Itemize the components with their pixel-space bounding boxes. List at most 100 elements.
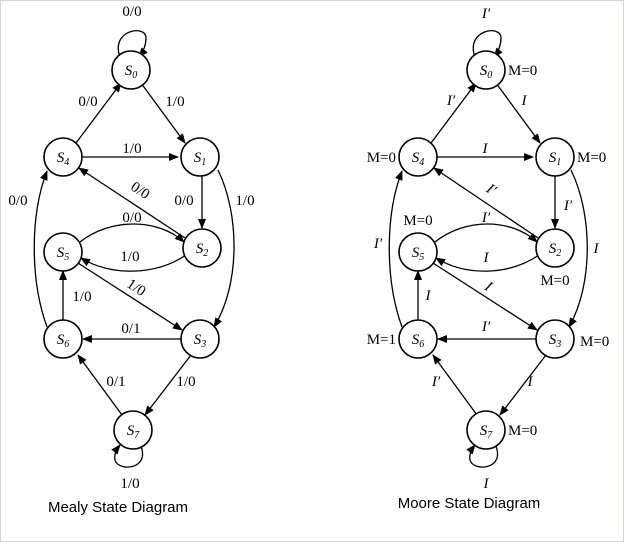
moore-edge-s5-s3 [432,262,538,331]
svg-text:S5: S5 [57,245,70,263]
moore-edge-s5-s2 [434,223,538,243]
mealy-label-s5-s2: 0/0 [122,210,141,226]
moore-state-s7: S7 M=0 [466,410,537,450]
mealy-edge-s7-s6 [77,354,123,416]
mealy-caption: Mealy State Diagram [48,499,188,516]
svg-text:S1: S1 [549,150,562,168]
moore-edge-s7-self [466,443,499,468]
state-subscript: 1 [556,157,561,168]
svg-text:S3: S3 [549,332,562,350]
moore-label-s2-s4: I′ [482,180,499,199]
moore-edge-s7-s6 [432,354,478,416]
mealy-label-s6-s4: 0/0 [8,193,27,209]
mealy-state-s7: S7 [113,410,153,450]
moore-label-s1-s3: I [593,241,600,257]
svg-text:S0: S0 [480,63,493,81]
mealy-state-s1: S1 [180,137,220,177]
mealy-diagram: 0/0 1/0 0/0 1/0 0/0 1/0 0/0 0/0 1/0 1/0 … [8,4,254,516]
mealy-edge-s0-self [117,30,148,58]
svg-text:S6: S6 [412,332,425,350]
state-subscript: 4 [419,157,424,168]
mealy-state-s2: S2 [182,228,222,268]
moore-edge-s1-s3 [568,169,588,328]
moore-diagram: I′ I I′ I I′ I I′ I′ I I I′ I I′ I I′ I … [367,6,610,512]
state-subscript: 6 [64,339,69,350]
state-subscript: 7 [134,430,140,441]
state-subscript: 5 [419,252,424,263]
mealy-label-s1-s2: 0/0 [174,193,193,209]
moore-edge-s0-self [472,30,503,58]
moore-caption: Moore State Diagram [398,495,541,512]
svg-text:S1: S1 [194,150,207,168]
moore-label-s6-s5: I [425,288,432,304]
moore-state-s1: S1 M=0 [535,137,606,177]
svg-text:S4: S4 [57,150,70,168]
moore-label-s7-self: I [483,476,490,492]
state-subscript: 2 [556,248,561,259]
mealy-state-s0: S0 [111,50,151,90]
mealy-edge-s6-s4 [33,170,48,328]
mealy-edge-s5-s3 [77,262,183,331]
mealy-label-s7-self: 1/0 [120,476,139,492]
moore-state-s5: S5 M=0 [398,213,438,272]
state-name: S [412,150,420,166]
mealy-edge-s2-s4 [78,167,186,239]
state-name: S [125,63,133,79]
state-name: S [57,245,65,261]
moore-label-s7-s6: I′ [431,374,441,390]
state-subscript: 1 [201,157,206,168]
svg-text:S3: S3 [194,332,207,350]
mealy-edge-s1-s3 [213,169,235,328]
mealy-label-s5-s3: 1/0 [124,276,149,300]
moore-edge-s6-s4 [388,170,403,328]
state-name: S [480,423,488,439]
moore-output-s7: M=0 [508,423,537,439]
moore-output-s1: M=0 [577,150,606,166]
state-subscript: 3 [200,339,206,350]
moore-label-s3-s6: I′ [481,319,491,335]
mealy-label-s2-s5: 1/0 [120,249,139,265]
moore-label-s5-s3: I [481,278,496,295]
moore-edge-s3-s7 [499,354,547,416]
moore-label-s4-s1: I [482,141,489,157]
moore-output-s0: M=0 [508,63,537,79]
moore-output-s6: M=1 [367,332,396,348]
moore-label-s5-s2: I′ [481,210,491,226]
moore-output-s3: M=0 [580,334,609,350]
moore-edge-s0-s1 [495,82,541,144]
svg-text:S4: S4 [412,150,425,168]
state-subscript: 0 [487,70,492,81]
state-subscript: 4 [64,157,69,168]
moore-edge-s2-s5 [435,254,540,272]
state-subscript: 2 [203,248,208,259]
mealy-label-s6-s5: 1/0 [72,289,91,305]
moore-state-s0: S0 M=0 [466,50,537,90]
state-subscript: 3 [555,339,561,350]
moore-label-s0-s1: I [521,93,528,109]
mealy-edge-s0-s1 [140,82,186,144]
moore-state-s6: S6 M=1 [367,319,438,359]
moore-label-s6-s4: I′ [373,236,383,252]
moore-output-s5: M=0 [403,213,432,229]
mealy-label-s0-self: 0/0 [122,4,141,20]
state-name: S [194,150,202,166]
state-name: S [412,245,420,261]
state-name: S [480,63,488,79]
moore-label-s3-s7: I [527,374,534,390]
moore-output-s2: M=0 [540,273,569,289]
state-name: S [57,332,65,348]
moore-output-s4: M=0 [367,150,396,166]
moore-state-s2: S2 M=0 [535,228,575,289]
mealy-state-s5: S5 [43,232,83,272]
mealy-edge-s2-s5 [80,254,187,272]
moore-state-s3: S3 M=0 [535,319,609,359]
svg-text:S2: S2 [549,241,562,259]
state-name: S [549,241,557,257]
state-subscript: 0 [132,70,137,81]
mealy-label-s4-s1: 1/0 [122,141,141,157]
svg-text:S7: S7 [127,423,141,441]
state-subscript: 6 [419,339,424,350]
mealy-state-s6: S6 [43,319,83,359]
